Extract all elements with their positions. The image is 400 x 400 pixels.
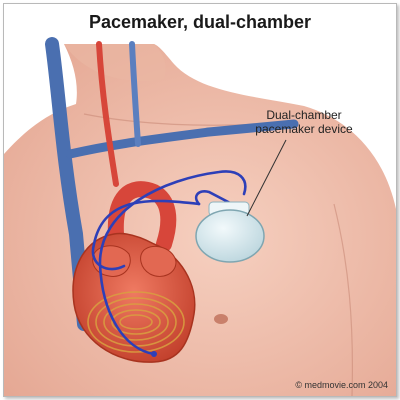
carotid-artery bbox=[96, 41, 119, 187]
lead-loop bbox=[194, 190, 234, 206]
neck bbox=[64, 44, 166, 81]
copyright-notice: © medmovie.com 2004 bbox=[295, 380, 388, 390]
pacemaker-lead-atrial bbox=[91, 199, 201, 271]
right-atrium bbox=[92, 245, 131, 277]
arm-contour bbox=[333, 203, 354, 396]
jugular-vein bbox=[45, 37, 91, 331]
callout-line-1: Dual-chamber bbox=[266, 108, 342, 122]
illustration-frame: Pacemaker, dual-chamber Dual-chamber pac… bbox=[3, 3, 397, 397]
vein-branch bbox=[129, 41, 141, 147]
chest-illustration bbox=[4, 37, 396, 396]
heart-muscle bbox=[87, 291, 185, 353]
pacemaker-lead-ventricular bbox=[98, 170, 247, 356]
nipple bbox=[214, 314, 228, 324]
pacemaker-device bbox=[195, 209, 265, 263]
lead-tip bbox=[151, 351, 157, 357]
subclavian-vein bbox=[65, 119, 299, 159]
callout-line-2: pacemaker device bbox=[255, 122, 353, 136]
callout-leader bbox=[246, 139, 287, 217]
device-callout-label: Dual-chamber pacemaker device bbox=[244, 108, 364, 136]
diagram-title: Pacemaker, dual-chamber bbox=[88, 12, 312, 32]
left-atrium bbox=[140, 246, 177, 277]
